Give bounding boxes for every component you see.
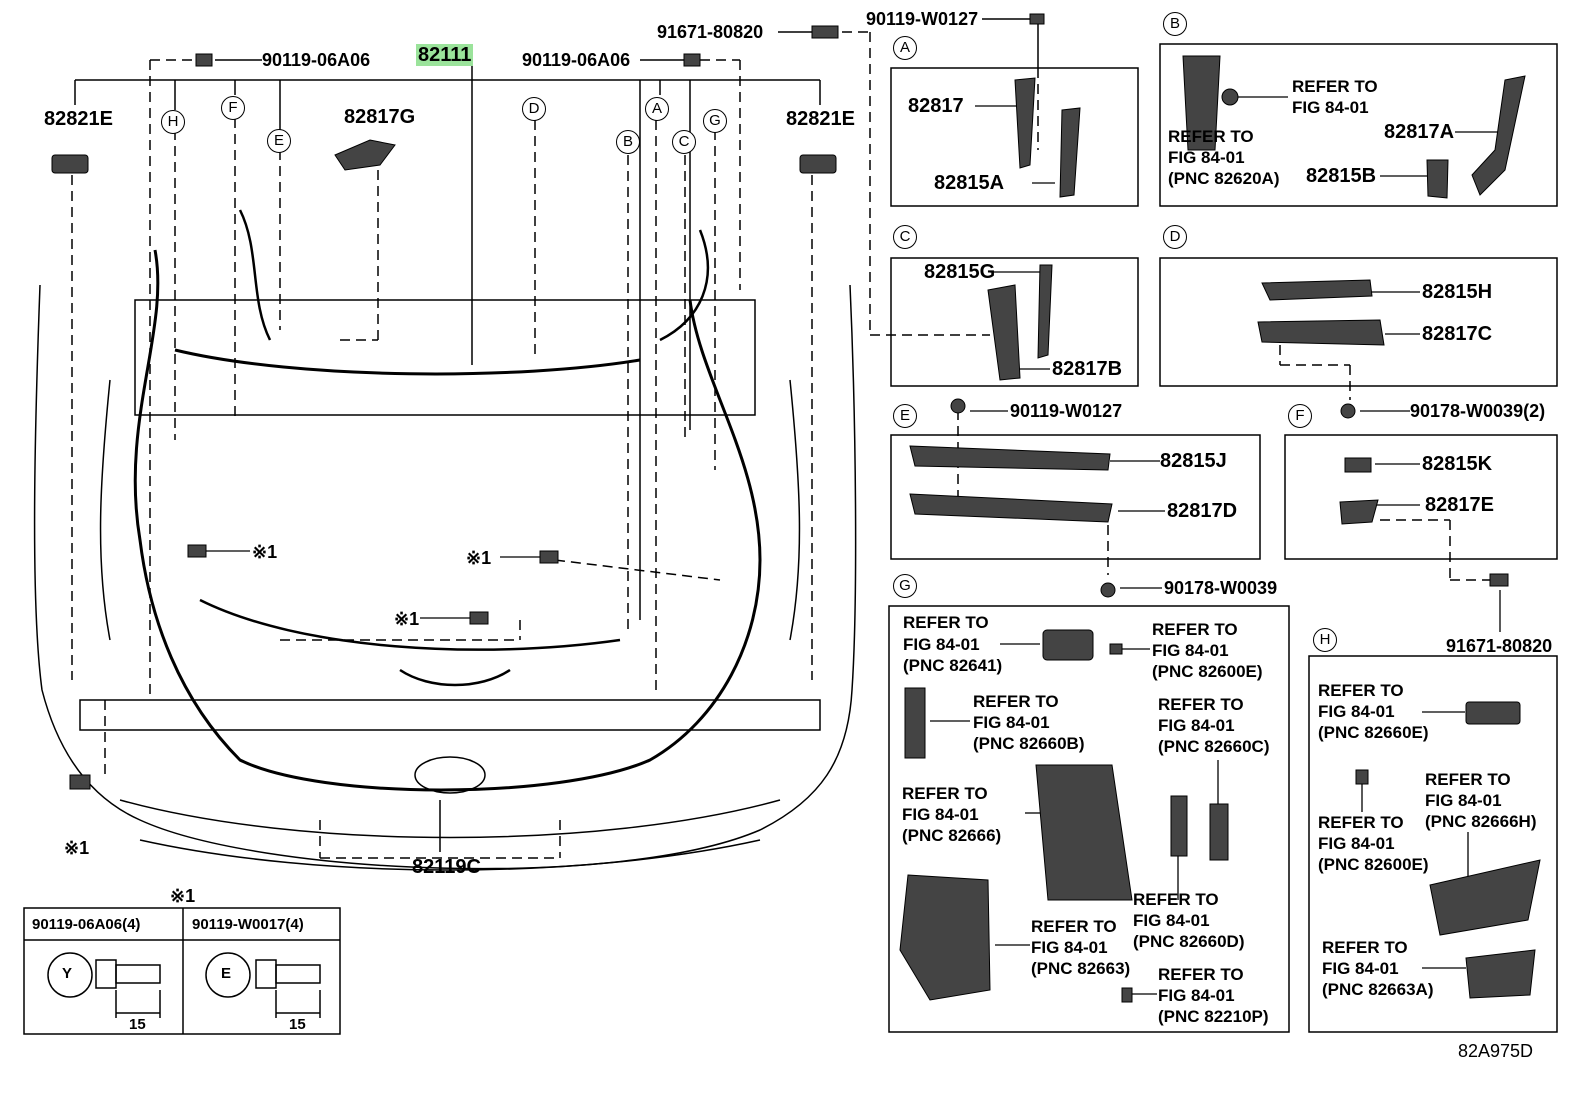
legend-col2-head-mark: E (221, 965, 232, 982)
legend-col1-header[interactable]: 90119-06A06(4) (32, 916, 141, 933)
bottom-harness-part-number[interactable]: 82119C (412, 856, 481, 878)
panel-g-ref-82660d-line3: (PNC 82660D) (1133, 932, 1245, 951)
callout-f[interactable]: F (221, 96, 245, 120)
legend-col1-head-mark: Y (62, 965, 73, 982)
panel-g-letter: G (893, 574, 917, 598)
panel-h-ref-82666h-line3: (PNC 82666H) (1425, 812, 1537, 831)
panel-b-ref2-line2[interactable]: FIG 84-01 (1168, 148, 1245, 167)
right-clamp-part-number[interactable]: 82821E (786, 108, 855, 130)
legend-col1-length: 15 (129, 1016, 146, 1033)
panel-g-ref-82660c-line3: (PNC 82660C) (1158, 737, 1270, 756)
panel-b-ref2-line3: (PNC 82620A) (1168, 169, 1280, 188)
panel-d-part-82817c[interactable]: 82817C (1422, 323, 1493, 345)
panel-c-part-82815g[interactable]: 82815G (924, 261, 996, 283)
panel-h-ref-82660e-line2[interactable]: FIG 84-01 (1318, 702, 1395, 721)
note-mark-4: ※1 (64, 838, 90, 858)
panel-h-ref-82600e-line2[interactable]: FIG 84-01 (1318, 834, 1395, 853)
panel-e-part-82815j[interactable]: 82815J (1160, 450, 1227, 472)
panel-g-ref-82600e-line1: REFER TO (1152, 620, 1238, 639)
note-mark-1: ※1 (252, 542, 278, 562)
panel-a-part-82817[interactable]: 82817 (908, 95, 964, 117)
figure-code: 82A975D (1458, 1041, 1534, 1061)
callout-d[interactable]: D (522, 97, 546, 121)
panel-h-ref-82600e-line3: (PNC 82600E) (1318, 855, 1429, 874)
panel-c-part-82817b[interactable]: 82817B (1052, 358, 1123, 380)
right-bolt-part-number[interactable]: 90119-06A06 (522, 50, 631, 70)
panel-d-letter: D (1163, 225, 1187, 249)
panel-e-letter: E (893, 404, 917, 428)
panel-g-ref-82600e-line2[interactable]: FIG 84-01 (1152, 641, 1229, 660)
panel-f-part-82817e[interactable]: 82817E (1425, 494, 1494, 516)
panel-e-clip-part-number[interactable]: 90178-W0039 (1164, 578, 1278, 598)
panel-g-ref-82641-line3: (PNC 82641) (903, 656, 1003, 675)
panel-g-ref-82663-line3: (PNC 82663) (1031, 959, 1131, 978)
panel-c-letter: C (893, 225, 917, 249)
top-clip-part-number[interactable]: 91671-80820 (657, 22, 764, 42)
panel-f-clip-part-number[interactable]: 91671-80820 (1446, 636, 1553, 656)
panel-d-clip-part-number[interactable]: 90178-W0039(2) (1410, 401, 1546, 421)
panel-d-part-82815h[interactable]: 82815H (1422, 281, 1493, 303)
panel-b-ref1-line1: REFER TO (1292, 77, 1378, 96)
panel-g-ref-82660b-line3: (PNC 82660B) (973, 734, 1085, 753)
panel-g-ref-82210p-line1: REFER TO (1158, 965, 1244, 984)
left-clamp-part-number[interactable]: 82821E (44, 108, 113, 130)
panel-g-ref-82660c-line2[interactable]: FIG 84-01 (1158, 716, 1235, 735)
panel-b-part-82815b[interactable]: 82815B (1306, 165, 1377, 187)
top-screw-part-number[interactable]: 90119-W0127 (866, 9, 979, 29)
panel-h-letter: H (1313, 628, 1337, 652)
panel-g-ref-82660d-line2[interactable]: FIG 84-01 (1133, 911, 1210, 930)
panel-h-ref-82666h-line2[interactable]: FIG 84-01 (1425, 791, 1502, 810)
panel-g-ref-82663-line1: REFER TO (1031, 917, 1117, 936)
panel-g-ref-82660d-line1: REFER TO (1133, 890, 1219, 909)
panel-h-ref-82663a-line3: (PNC 82663A) (1322, 980, 1434, 999)
callout-a[interactable]: A (645, 97, 669, 121)
panel-g-ref-82210p-line2[interactable]: FIG 84-01 (1158, 986, 1235, 1005)
callout-c[interactable]: C (672, 130, 696, 154)
note-mark-2: ※1 (466, 548, 492, 568)
panel-g-ref-82660c-line1: REFER TO (1158, 695, 1244, 714)
panel-g-ref-82210p-line3: (PNC 82210P) (1158, 1007, 1269, 1026)
panel-g-ref-82663-line2[interactable]: FIG 84-01 (1031, 938, 1108, 957)
note-mark-5: ※1 (170, 886, 196, 906)
panel-h-ref-82663a-line1: REFER TO (1322, 938, 1408, 957)
panel-h-ref-82663a-line2[interactable]: FIG 84-01 (1322, 959, 1399, 978)
panel-g-ref-82660b-line2[interactable]: FIG 84-01 (973, 713, 1050, 732)
panel-g-ref-82666-line2[interactable]: FIG 84-01 (902, 805, 979, 824)
panel-h-ref-82600e-line1: REFER TO (1318, 813, 1404, 832)
panel-g-ref-82660b-line1: REFER TO (973, 692, 1059, 711)
legend-col2-length: 15 (289, 1016, 306, 1033)
panel-a-part-82815a[interactable]: 82815A (934, 172, 1005, 194)
panel-g-ref-82666-line1: REFER TO (902, 784, 988, 803)
panel-g-ref-82641-line2[interactable]: FIG 84-01 (903, 635, 980, 654)
panel-g-ref-82666-line3: (PNC 82666) (902, 826, 1002, 845)
panel-b-part-82817a[interactable]: 82817A (1384, 121, 1455, 143)
note-mark-3: ※1 (394, 609, 420, 629)
callout-g[interactable]: G (703, 109, 727, 133)
panel-b-letter: B (1163, 12, 1187, 36)
harness-part-number[interactable]: 82111 (416, 44, 474, 66)
panel-b-ref2-line1: REFER TO (1168, 127, 1254, 146)
panel-g-ref-82641-line1: REFER TO (903, 613, 989, 632)
panel-f-part-82815k[interactable]: 82815K (1422, 453, 1493, 475)
panel-e-screw-part-number[interactable]: 90119-W0127 (1010, 401, 1123, 421)
panel-f-letter: F (1288, 404, 1312, 428)
panel-h-ref-82666h-line1: REFER TO (1425, 770, 1511, 789)
left-bolt-part-number[interactable]: 90119-06A06 (262, 50, 371, 70)
callout-e[interactable]: E (267, 129, 291, 153)
legend-col2-header[interactable]: 90119-W0017(4) (192, 916, 304, 933)
panel-h-ref-82660e-line3: (PNC 82660E) (1318, 723, 1429, 742)
panel-g-ref-82600e-line3: (PNC 82600E) (1152, 662, 1263, 681)
callout-h[interactable]: H (161, 110, 185, 134)
bracket-g-part-number[interactable]: 82817G (344, 106, 416, 128)
panel-b-ref1-line2[interactable]: FIG 84-01 (1292, 98, 1369, 117)
panel-h-ref-82660e-line1: REFER TO (1318, 681, 1404, 700)
panel-a-letter: A (893, 36, 917, 60)
panel-e-part-82817d[interactable]: 82817D (1167, 500, 1238, 522)
callout-b[interactable]: B (616, 130, 640, 154)
